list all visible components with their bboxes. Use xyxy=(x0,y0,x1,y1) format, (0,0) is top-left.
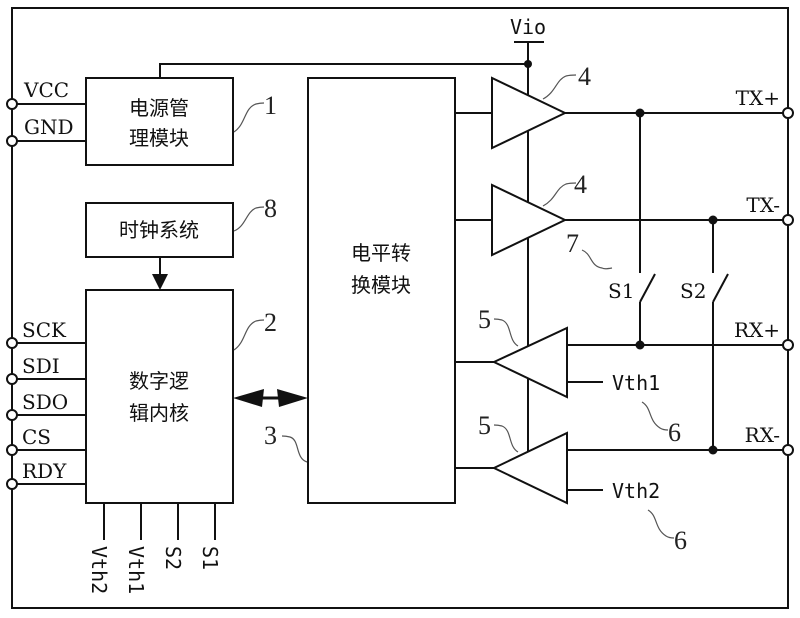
clock-arrow-head xyxy=(152,274,168,290)
rx-minus-pin xyxy=(782,444,794,456)
ref-number-clock: 8 xyxy=(264,194,277,223)
clock-block-label: 时钟系统 xyxy=(119,218,199,242)
s1-switch-label: S1 xyxy=(608,279,634,303)
core-block-label-line2: 辑内核 xyxy=(129,401,189,425)
cs-pin xyxy=(6,444,18,456)
core-control-outputs: Vth2 Vth1 S2 S1 xyxy=(87,503,222,594)
tx-plus-pin xyxy=(782,107,794,119)
digital-logic-core-block: 数字逻 辑内核 2 xyxy=(85,289,277,504)
tx-minus-pin xyxy=(782,214,794,226)
ref-number-comparator-2: 5 xyxy=(478,411,491,440)
switch-s1: S1 xyxy=(608,108,656,350)
s2-switch-label: S2 xyxy=(680,279,706,303)
ref-number-switch: 7 xyxy=(566,229,579,258)
line-pins: TX+ TX- RX+ RX- xyxy=(734,86,794,456)
rx-minus-comparator: Vth2 5 6 xyxy=(454,411,687,555)
ref-number-driver-2: 4 xyxy=(574,170,587,199)
bidirectional-bus-arrow xyxy=(233,389,308,407)
switch-s2: S2 xyxy=(680,215,729,455)
ref-number-threshold-1: 6 xyxy=(668,418,681,447)
sdi-label: SDI xyxy=(22,354,60,378)
sdo-label: SDO xyxy=(22,390,68,414)
power-feed-wire xyxy=(159,63,528,78)
sck-label: SCK xyxy=(22,318,67,342)
level-block-label-line2: 换模块 xyxy=(351,273,411,297)
sdi-pin xyxy=(6,373,18,385)
rdy-label: RDY xyxy=(22,459,67,483)
power-block-label-line1: 电源管 xyxy=(129,96,189,120)
rx-minus-label: RX- xyxy=(745,423,780,447)
vcc-label: VCC xyxy=(23,78,69,102)
tx-plus-driver: 4 xyxy=(455,62,591,150)
clock-system-block: 时钟系统 8 xyxy=(85,194,277,258)
vio-label: Vio xyxy=(510,15,546,39)
power-block-label-line2: 理模块 xyxy=(129,126,189,150)
vth1-threshold-label: Vth1 xyxy=(612,371,660,395)
tx-minus-driver: 4 xyxy=(455,170,587,257)
tx-plus-label: TX+ xyxy=(736,86,780,110)
level-block-label-line1: 电平转 xyxy=(351,241,411,265)
chip-outline xyxy=(11,7,789,609)
tx-rx-lines xyxy=(565,112,788,451)
sdo-pin xyxy=(6,409,18,421)
vcc-pin xyxy=(6,98,18,110)
ref-number-core: 2 xyxy=(264,308,277,337)
interface-pins: SCK SDI SDO CS RDY xyxy=(6,318,86,490)
power-pins: VCC GND xyxy=(6,78,86,147)
core-block-label-line1: 数字逻 xyxy=(129,369,189,393)
ref-number-level: 3 xyxy=(264,421,277,450)
rdy-pin xyxy=(6,478,18,490)
cs-label: CS xyxy=(22,425,51,449)
gnd-label: GND xyxy=(24,115,74,139)
ref-number-power: 1 xyxy=(264,91,277,120)
switch-ref-leader xyxy=(581,249,613,270)
vth1-output-label: Vth1 xyxy=(124,546,148,594)
s2-output-label: S2 xyxy=(161,546,185,570)
ref-number-driver-1: 4 xyxy=(578,62,591,91)
rx-plus-comparator: Vth1 5 6 xyxy=(455,305,681,447)
tx-minus-label: TX- xyxy=(746,193,780,217)
gnd-pin xyxy=(6,135,18,147)
rx-plus-pin xyxy=(782,339,794,351)
vth2-output-label: Vth2 xyxy=(87,546,111,594)
ref-number-threshold-2: 6 xyxy=(674,526,687,555)
power-management-block: 电源管 理模块 1 xyxy=(85,77,277,166)
ref-number-comparator-1: 5 xyxy=(478,305,491,334)
rx-plus-label: RX+ xyxy=(734,318,780,342)
s1-output-label: S1 xyxy=(198,546,222,570)
vth2-threshold-label: Vth2 xyxy=(612,479,660,503)
level-shift-block: 电平转 换模块 3 xyxy=(264,77,456,504)
sck-pin xyxy=(6,337,18,349)
